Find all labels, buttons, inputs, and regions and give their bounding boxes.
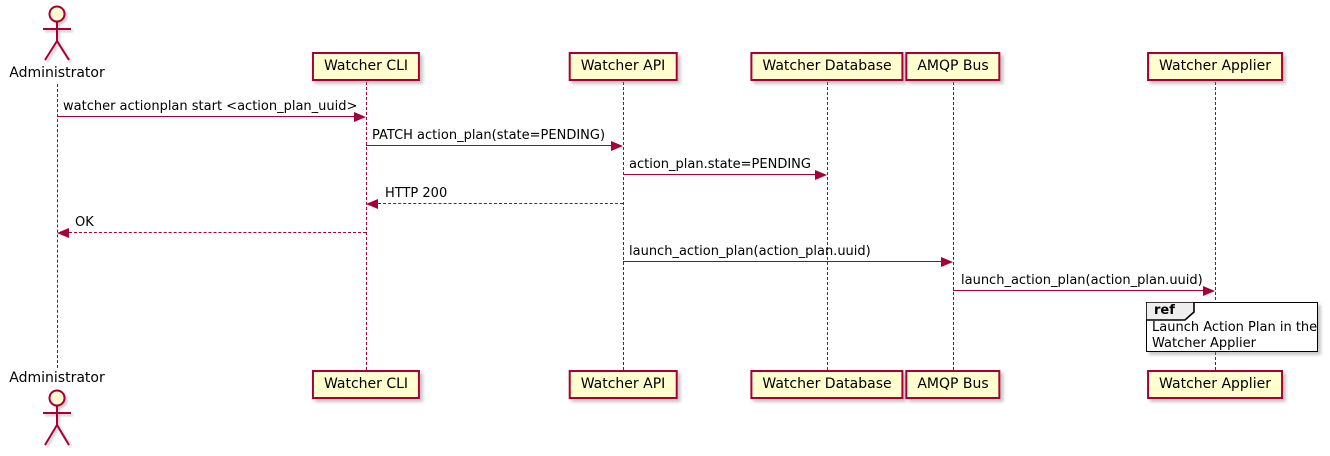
ref-tab-shape (1146, 302, 1195, 321)
lifeline-amqp-bus (953, 82, 954, 370)
message-2-label: PATCH action_plan(state=PENDING) (372, 128, 606, 143)
message-6-line (623, 261, 943, 262)
participant-box-watcher-cli-bottom: Watcher CLI (311, 370, 421, 399)
ref-keyword: ref (1154, 303, 1175, 318)
message-5-line (69, 232, 366, 233)
ref-text: Launch Action Plan in the Watcher Applie… (1152, 320, 1317, 352)
message-6-label: launch_action_plan(action_plan.uuid) (629, 244, 871, 259)
message-5-arrowhead-icon (57, 228, 69, 238)
message-7-line (953, 290, 1205, 291)
ref-fragment: ref Launch Action Plan in the Watcher Ap… (1146, 302, 1318, 352)
message-7-label: launch_action_plan(action_plan.uuid) (961, 273, 1203, 288)
participant-box-watcher-applier-bottom: Watcher Applier (1147, 370, 1283, 399)
message-3-label: action_plan.state=PENDING (629, 157, 811, 172)
message-2-arrowhead-icon (611, 141, 623, 151)
participant-box-watcher-cli-top: Watcher CLI (311, 52, 421, 81)
message-3-line (623, 174, 817, 175)
actor-figure-icon (43, 5, 71, 61)
actor-figure-bottom-icon (43, 389, 71, 446)
message-1-arrowhead-icon (354, 112, 366, 122)
message-2-line (366, 145, 613, 146)
message-6-arrowhead-icon (941, 257, 953, 267)
message-4-label: HTTP 200 (385, 186, 448, 201)
message-5-label: OK (75, 215, 94, 230)
message-1-label: watcher actionplan start <action_plan_uu… (63, 99, 358, 114)
participant-box-watcher-api-top: Watcher API (568, 52, 678, 81)
participant-box-watcher-applier-top: Watcher Applier (1147, 52, 1283, 81)
lifeline-watcher-api (623, 82, 624, 370)
message-1-line (57, 116, 356, 117)
lifeline-administrator (57, 84, 58, 368)
participant-box-amqp-bus-top: AMQP Bus (905, 52, 1001, 81)
participant-box-amqp-bus-bottom: AMQP Bus (905, 370, 1001, 399)
actor-label-administrator-bottom: Administrator (9, 370, 105, 386)
message-3-arrowhead-icon (815, 170, 827, 180)
actor-label-administrator-top: Administrator (9, 65, 105, 81)
lifeline-watcher-cli (366, 82, 367, 370)
participant-box-watcher-database-top: Watcher Database (750, 52, 904, 81)
message-4-line (378, 203, 623, 204)
ref-text-line1: Launch Action Plan in the (1152, 320, 1318, 335)
participant-box-watcher-database-bottom: Watcher Database (750, 370, 904, 399)
lifeline-watcher-database (827, 82, 828, 370)
ref-text-line2: Watcher Applier (1152, 336, 1256, 351)
participant-box-watcher-api-bottom: Watcher API (568, 370, 678, 399)
message-4-arrowhead-icon (366, 199, 378, 209)
message-7-arrowhead-icon (1203, 286, 1215, 296)
lifeline-watcher-applier (1215, 82, 1216, 370)
